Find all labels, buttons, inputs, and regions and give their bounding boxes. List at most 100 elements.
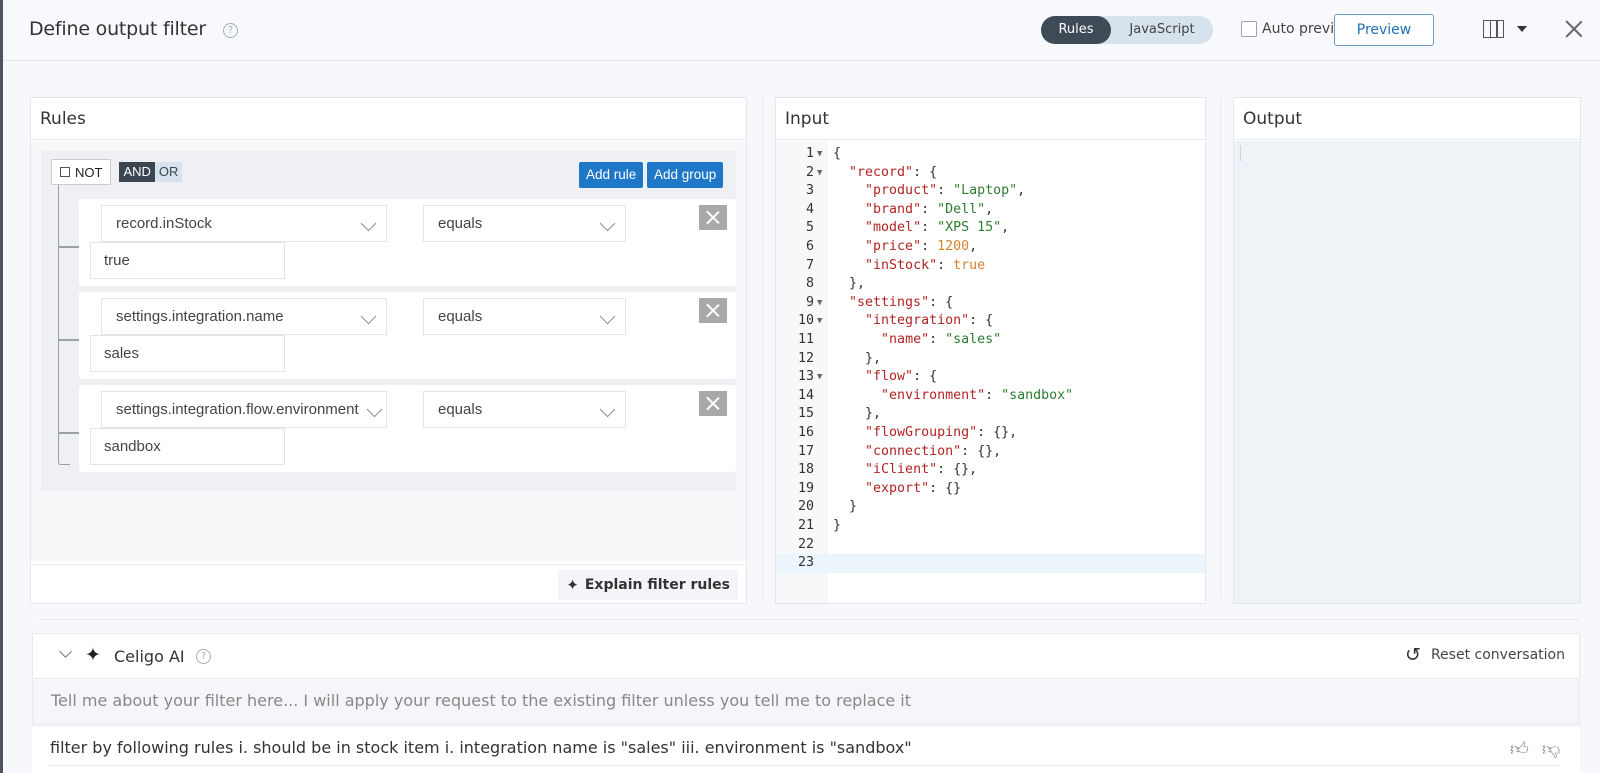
code-line: 13▼ "flow": { bbox=[776, 368, 1205, 387]
code-line: 18 "iClient": {}, bbox=[797, 462, 978, 478]
reset-icon: ↺ bbox=[1405, 644, 1421, 666]
rules-panel-title: Rules bbox=[31, 98, 746, 140]
code-line: 15 }, bbox=[797, 406, 882, 422]
input-panel: Input 1▼{2▼ "record": {3 "product": "Lap… bbox=[775, 97, 1206, 604]
code-line: 3 "product": "Laptop", bbox=[805, 183, 1026, 199]
chevron-down-icon bbox=[360, 215, 377, 232]
input-code-editor[interactable]: 1▼{2▼ "record": {3 "product": "Laptop", 4… bbox=[776, 141, 1205, 603]
auto-preview-checkbox[interactable] bbox=[1241, 21, 1257, 37]
auto-preview[interactable]: Auto preview bbox=[1241, 21, 1354, 37]
panel-divider[interactable] bbox=[762, 97, 763, 599]
dialog-header: Define output filter ? Rules JavaScript … bbox=[3, 0, 1600, 61]
output-panel: Output bbox=[1233, 97, 1581, 604]
collapse-chevron-icon[interactable] bbox=[59, 645, 72, 658]
sparkle-icon: ✦ bbox=[85, 645, 101, 666]
value-input[interactable]: sales bbox=[90, 335, 285, 372]
close-icon[interactable] bbox=[1563, 18, 1585, 40]
code-line: 4 "brand": "Dell", bbox=[805, 201, 994, 217]
code-line: 11 "name": "sales" bbox=[797, 332, 1002, 347]
rules-builder: NOT AND OR Add rule Add group record.inS… bbox=[31, 141, 746, 561]
chevron-down-icon bbox=[599, 401, 616, 418]
tab-rules[interactable]: Rules bbox=[1041, 16, 1111, 44]
sparkle-icon: ✦ bbox=[566, 576, 579, 594]
operator-select[interactable]: equals bbox=[423, 298, 626, 335]
explain-filter-rules-button[interactable]: ✦ Explain filter rules bbox=[558, 570, 738, 600]
help-icon[interactable]: ? bbox=[196, 649, 211, 664]
three-column-layout-icon bbox=[1483, 20, 1504, 38]
rule-row: record.inStock equals true bbox=[58, 199, 736, 286]
thumbs-up-icon[interactable]: 👍︎ bbox=[1510, 739, 1529, 759]
chevron-down-icon bbox=[599, 308, 616, 325]
code-line: 19 "export": {} bbox=[797, 480, 962, 496]
add-rule-button[interactable]: Add rule bbox=[579, 162, 644, 188]
code-line: 12 }, bbox=[797, 350, 882, 366]
auto-preview-label: Auto preview bbox=[1262, 21, 1355, 37]
field-select[interactable]: record.inStock bbox=[101, 205, 387, 242]
fold-toggle-icon[interactable]: ▼ bbox=[817, 167, 823, 178]
code-line: 23 bbox=[776, 554, 1205, 573]
not-toggle[interactable]: NOT bbox=[51, 159, 112, 185]
code-line: 20 } bbox=[797, 499, 858, 515]
value-input[interactable]: true bbox=[90, 242, 285, 279]
and-button[interactable]: AND bbox=[119, 162, 155, 182]
code-line: 17 "connection": {}, bbox=[797, 443, 1002, 459]
not-label: NOT bbox=[75, 164, 103, 180]
caret-down-icon bbox=[1516, 26, 1527, 32]
code-line: 1▼{ bbox=[776, 145, 1205, 164]
add-group-button[interactable]: Add group bbox=[647, 162, 724, 188]
layout-menu-button[interactable] bbox=[1483, 20, 1527, 38]
preview-button[interactable]: Preview bbox=[1334, 14, 1434, 46]
code-line: 2▼ "record": { bbox=[776, 164, 1205, 183]
rule-group: NOT AND OR Add rule Add group record.inS… bbox=[41, 151, 736, 491]
chevron-down-icon bbox=[366, 401, 383, 418]
celigo-ai-header: ✦ Celigo AI ? ↺ Reset conversation bbox=[32, 633, 1580, 679]
chevron-down-icon bbox=[599, 215, 616, 232]
code-line: 7 "inStock": true bbox=[805, 257, 986, 273]
field-select[interactable]: settings.integration.flow.environment bbox=[101, 391, 387, 428]
fold-toggle-icon[interactable]: ▼ bbox=[817, 297, 823, 308]
ai-prompt-input[interactable]: Tell me about your filter here... I will… bbox=[32, 680, 1580, 724]
output-panel-title: Output bbox=[1234, 98, 1580, 140]
code-line: 5 "model": "XPS 15", bbox=[805, 220, 1010, 236]
not-checkbox[interactable] bbox=[60, 167, 70, 177]
code-line: 22 bbox=[797, 536, 814, 552]
input-panel-title: Input bbox=[776, 98, 1205, 140]
tab-javascript[interactable]: JavaScript bbox=[1129, 22, 1195, 37]
page-title: Define output filter bbox=[29, 18, 206, 40]
rule-row: settings.integration.flow.environment eq… bbox=[58, 385, 736, 472]
fold-toggle-icon[interactable]: ▼ bbox=[817, 372, 823, 383]
thumbs-down-icon[interactable]: 👎︎ bbox=[1542, 739, 1561, 759]
operator-select[interactable]: equals bbox=[423, 205, 626, 242]
code-line: 14 "environment": "sandbox" bbox=[797, 387, 1074, 403]
code-line: 6 "price": 1200, bbox=[805, 239, 978, 254]
rules-footer: ✦ Explain filter rules bbox=[31, 564, 746, 603]
help-icon[interactable]: ? bbox=[223, 23, 238, 38]
celigo-ai-title: Celigo AI bbox=[114, 647, 185, 666]
rule-row: settings.integration.name equals sales bbox=[58, 292, 736, 379]
code-line: 21} bbox=[797, 518, 842, 533]
chevron-down-icon bbox=[360, 308, 377, 325]
line-number-gutter bbox=[776, 141, 828, 603]
fold-toggle-icon[interactable]: ▼ bbox=[817, 149, 823, 159]
fold-toggle-icon[interactable]: ▼ bbox=[817, 316, 823, 327]
output-code-editor[interactable] bbox=[1234, 141, 1580, 603]
group-combinator: NOT AND OR bbox=[51, 159, 183, 185]
user-message-text: filter by following rules i. should be i… bbox=[50, 738, 912, 757]
tree-connector bbox=[58, 185, 70, 465]
operator-select[interactable]: equals bbox=[423, 391, 626, 428]
code-line: 8 }, bbox=[805, 276, 866, 292]
or-button[interactable]: OR bbox=[154, 162, 183, 182]
code-line: 10▼ "integration": { bbox=[776, 312, 1205, 331]
delete-rule-button[interactable] bbox=[699, 391, 727, 416]
reset-conversation-button[interactable]: ↺ Reset conversation bbox=[1405, 644, 1565, 666]
field-select[interactable]: settings.integration.name bbox=[101, 298, 387, 335]
rules-panel: Rules NOT AND OR Add rule Add group reco… bbox=[30, 97, 747, 604]
value-input[interactable]: sandbox bbox=[90, 428, 285, 465]
ai-message: filter by following rules i. should be i… bbox=[32, 725, 1580, 773]
code-line: 9▼ "settings": { bbox=[776, 294, 1205, 313]
code-line: 16 "flowGrouping": {}, bbox=[797, 425, 1018, 440]
mode-toggle[interactable]: Rules JavaScript bbox=[1041, 16, 1213, 44]
delete-rule-button[interactable] bbox=[699, 298, 727, 323]
delete-rule-button[interactable] bbox=[699, 205, 727, 230]
panel-divider[interactable] bbox=[1220, 97, 1221, 599]
